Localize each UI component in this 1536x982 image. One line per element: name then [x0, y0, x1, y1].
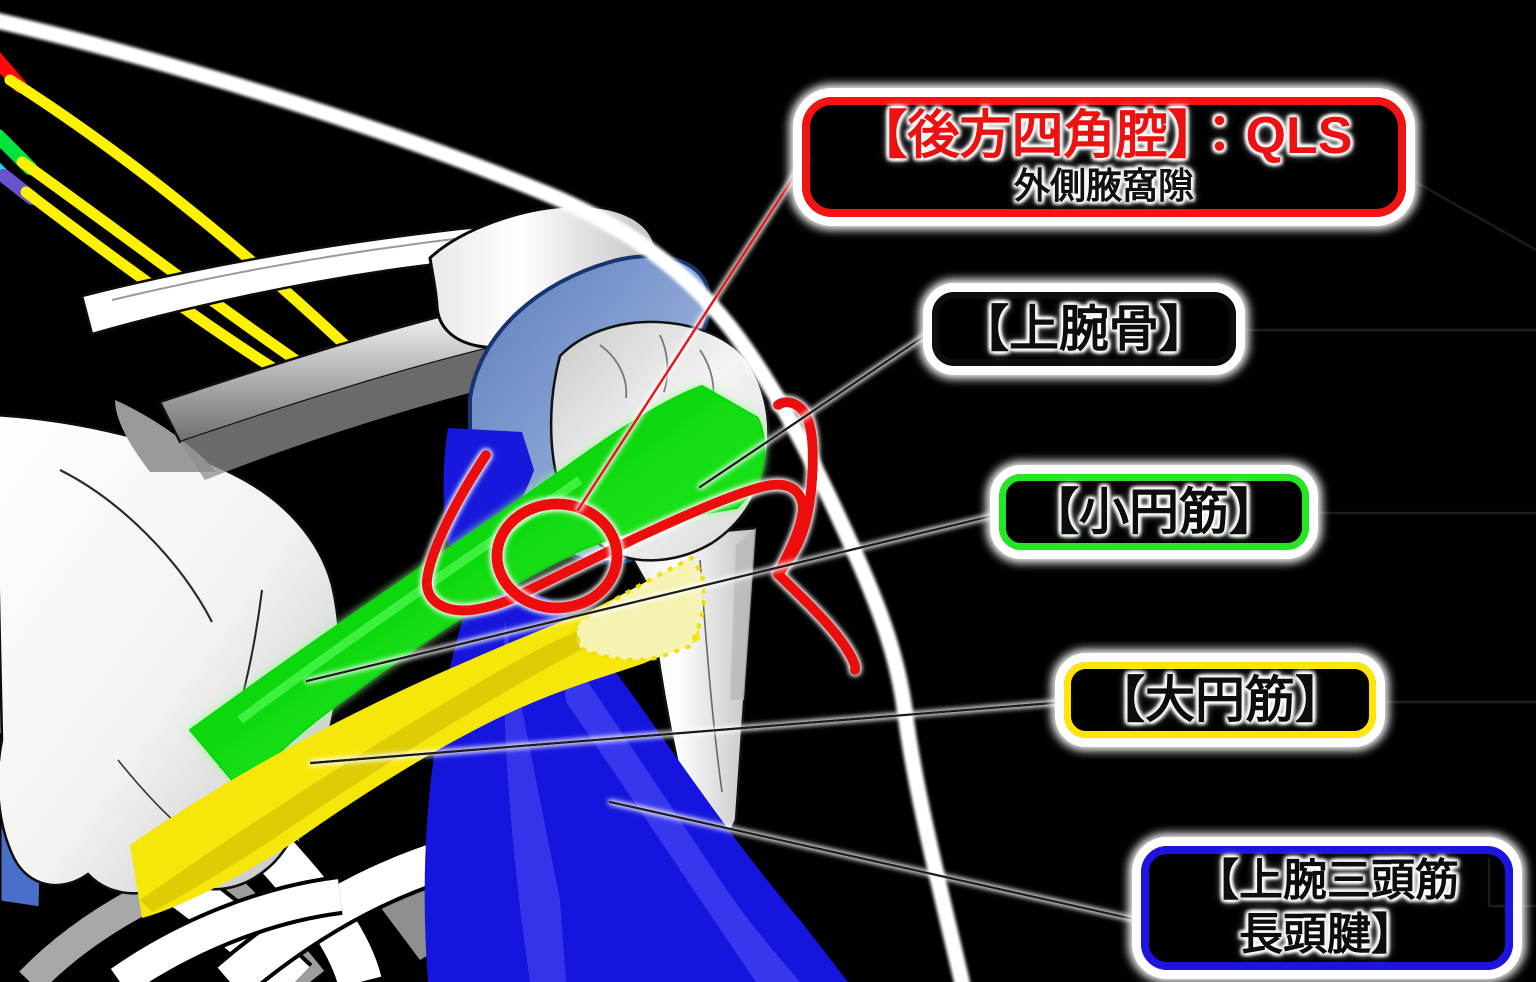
qls-title: 【後方四角腔】：QLS: [855, 107, 1353, 166]
edge-connectors: [1240, 178, 1536, 908]
triceps-label-line1: 【上腕三頭筋: [1195, 856, 1459, 906]
teres-minor-label-text: 【小円筋】: [1029, 483, 1279, 540]
label-triceps: 【上腕三頭筋 長頭腱】: [1141, 846, 1513, 970]
connector-qls: [1411, 178, 1536, 252]
connector-triceps: [1487, 858, 1536, 908]
humerus-label-text: 【上腕骨】: [959, 300, 1209, 357]
leader-qls: [576, 156, 808, 512]
qls-subtitle: 外側腋窩隙: [1013, 164, 1194, 206]
label-qls: 【後方四角腔】：QLS 外側腋窩隙: [802, 97, 1406, 217]
nerve-yellow-2: [16, 156, 316, 376]
leader-lines: [305, 156, 1144, 923]
leader-teres-minor: [305, 512, 1002, 683]
leader-humerus: [698, 329, 934, 489]
nerves: [0, 52, 351, 386]
teres-major-label-text: 【大円筋】: [1095, 671, 1345, 728]
label-teres-minor: 【小円筋】: [999, 474, 1309, 550]
label-teres-major: 【大円筋】: [1064, 662, 1376, 738]
leader-teres-major: [309, 700, 1067, 765]
nerve-yellow-1: [4, 74, 351, 351]
leader-triceps: [608, 800, 1144, 923]
teres-major-muscle: [130, 555, 706, 918]
label-humerus: 【上腕骨】: [932, 292, 1236, 366]
body-silhouette: [0, 13, 970, 982]
qls-marker-circle: [491, 498, 623, 614]
triceps-label-line2: 長頭腱】: [1239, 910, 1415, 959]
artery: [421, 397, 861, 675]
